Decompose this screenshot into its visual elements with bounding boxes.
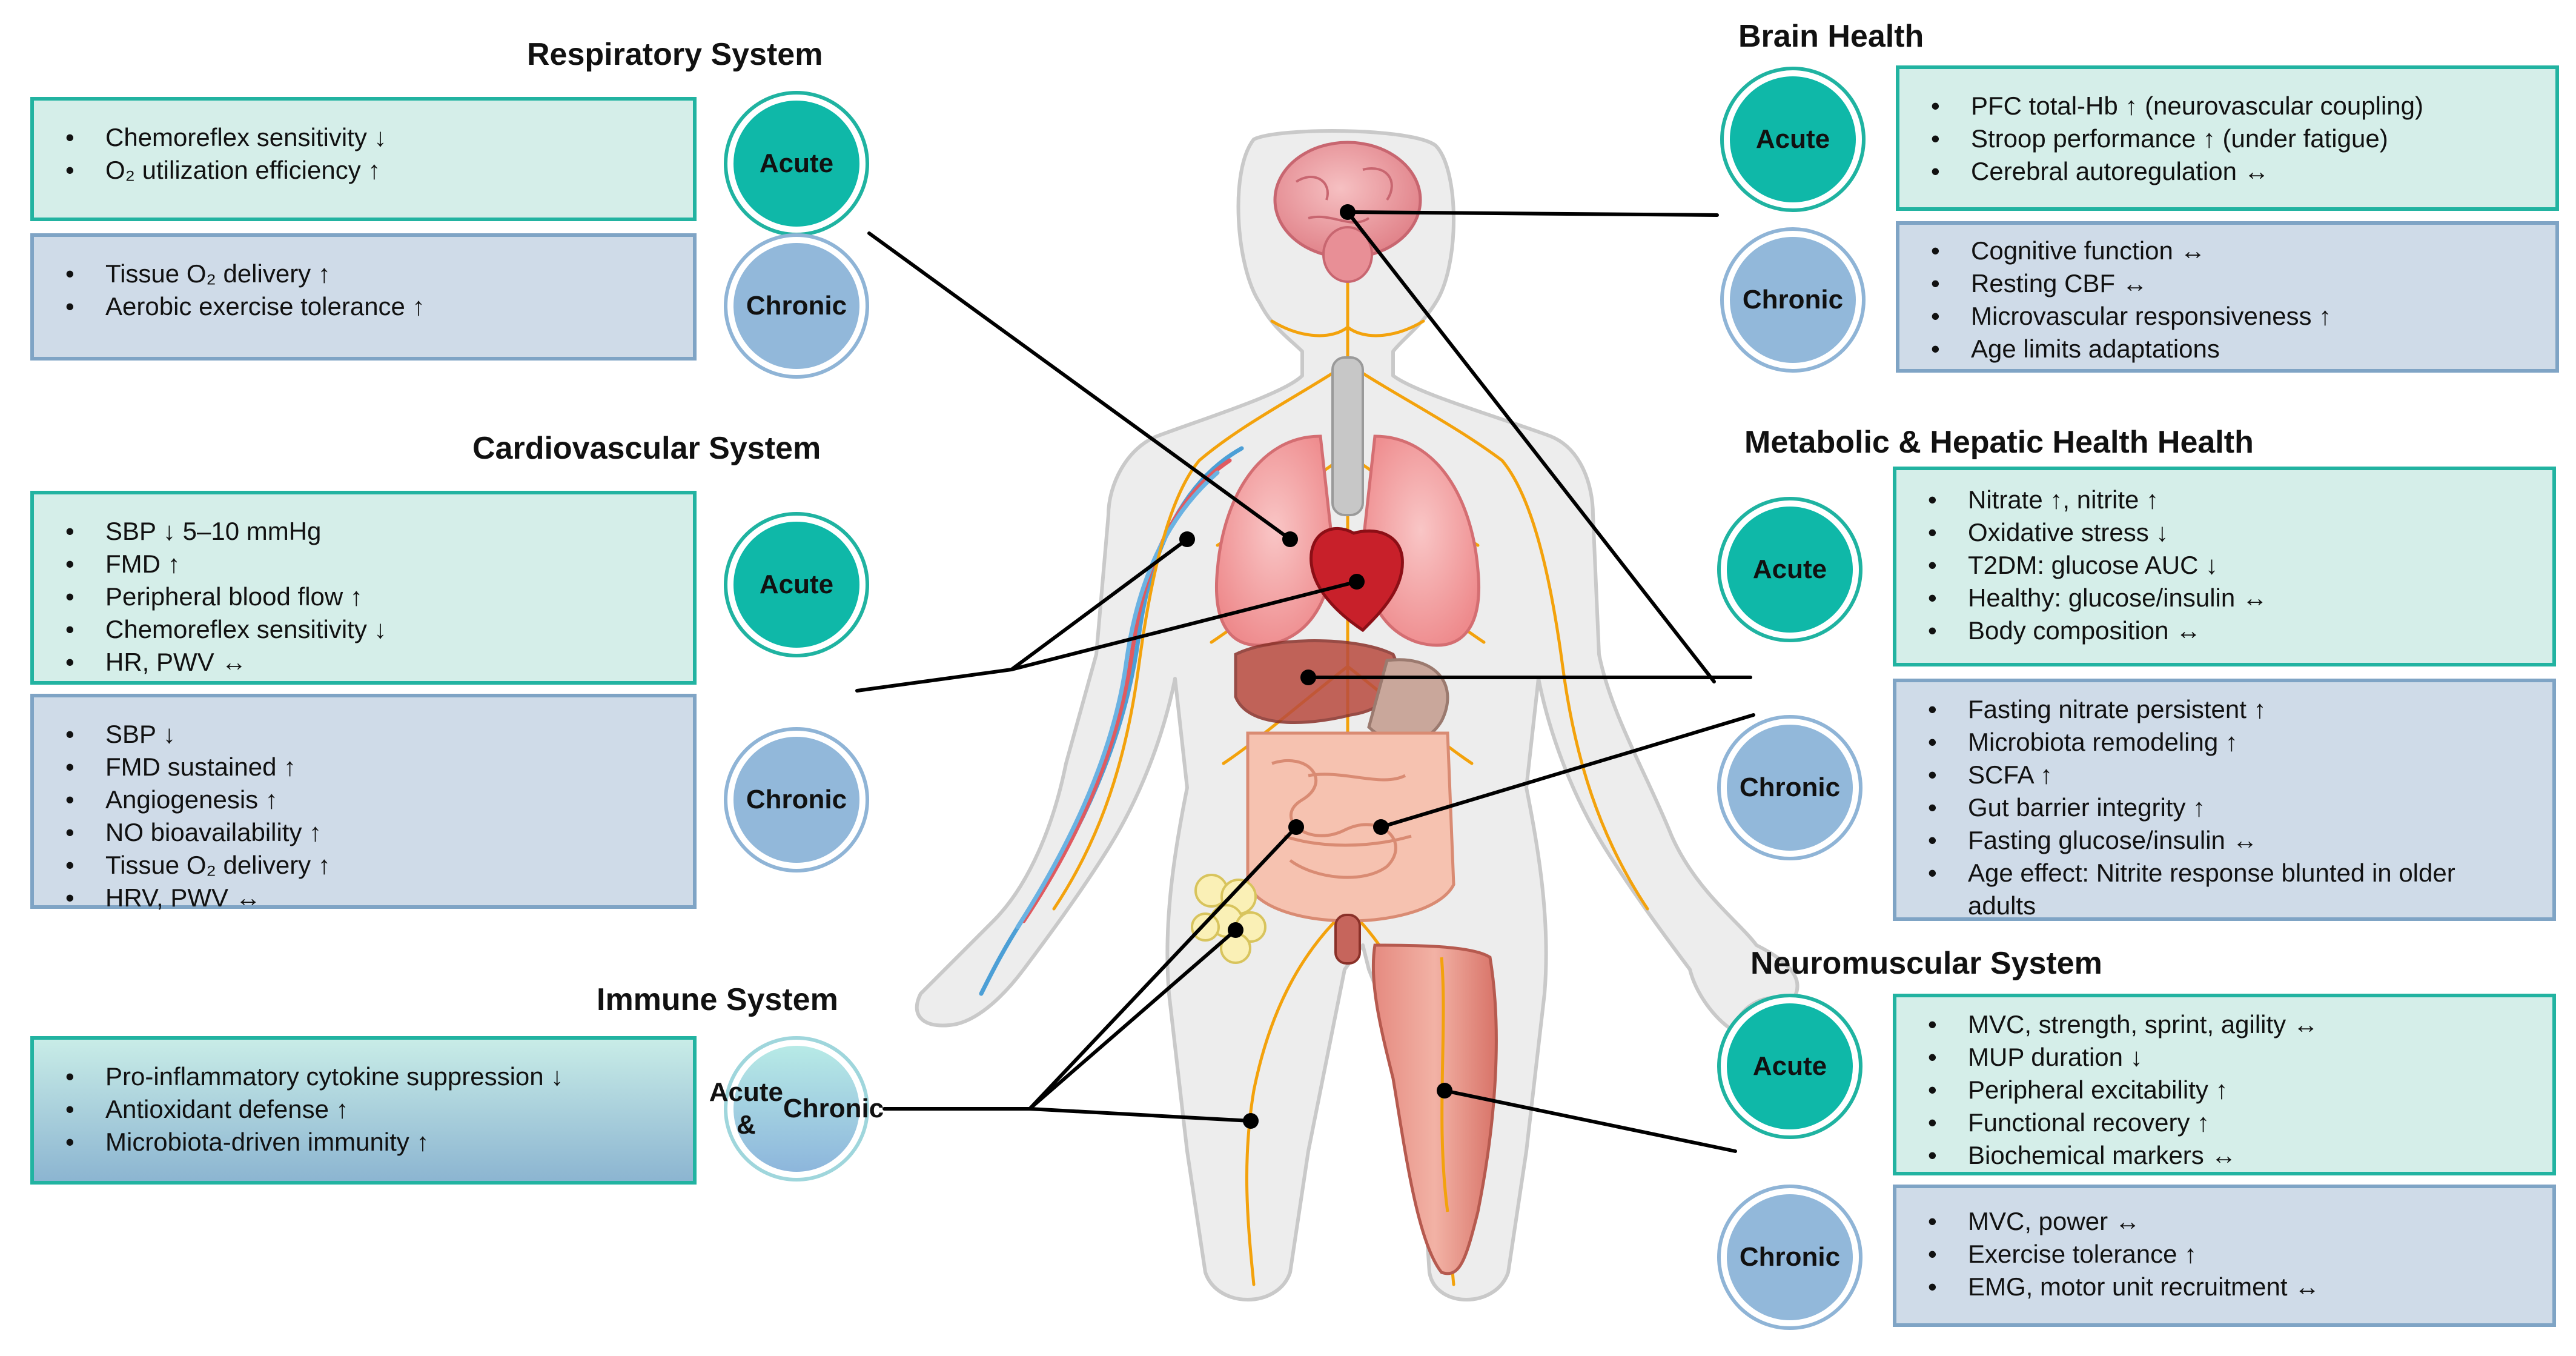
metabolic-acute-badge: Acute <box>1717 497 1862 642</box>
list-item: Pro-inflammatory cytokine suppression ↓ <box>65 1060 669 1093</box>
neuromuscular-chronic-box: MVC, power ↔ Exercise tolerance ↑ EMG, m… <box>1893 1185 2556 1327</box>
metabolic-acute-box: Nitrate ↑, nitrite ↑ Oxidative stress ↓ … <box>1893 467 2556 666</box>
brain-organ <box>1273 141 1422 283</box>
cardiovascular-chronic-badge: Chronic <box>724 727 869 872</box>
list-item: Cerebral autoregulation ↔ <box>1931 155 2531 188</box>
list-item: Biochemical markers ↔ <box>1928 1139 2528 1172</box>
immune-title: Immune System <box>597 982 838 1017</box>
list-item: FMD ↑ <box>65 548 669 580</box>
list-item: SBP ↓ 5–10 mmHg <box>65 515 669 548</box>
list-item: PFC total-Hb ↑ (neurovascular coupling) <box>1931 90 2531 122</box>
brain-acute-box: PFC total-Hb ↑ (neurovascular coupling) … <box>1896 65 2559 211</box>
metabolic-chronic-badge: Chronic <box>1717 715 1862 860</box>
list-item: Cognitive function ↔ <box>1931 234 2531 267</box>
cardiovascular-chronic-box: SBP ↓ FMD sustained ↑ Angiogenesis ↑ NO … <box>30 694 697 914</box>
list-item: Age limits adaptations <box>1931 333 2531 365</box>
list-item: T2DM: glucose AUC ↓ <box>1928 549 2528 582</box>
list-item: Age effect: Nitrite response blunted in … <box>1928 857 2528 922</box>
brain-chronic-badge: Chronic <box>1720 227 1866 373</box>
neuromuscular-acute-badge: Acute <box>1717 994 1862 1139</box>
badge-line: Acute & <box>709 1077 784 1140</box>
respiratory-chronic-box: Tissue O₂ delivery ↑ Aerobic exercise to… <box>30 233 697 361</box>
respiratory-acute-badge: Acute <box>724 91 869 236</box>
list-item: EMG, motor unit recruitment ↔ <box>1928 1271 2528 1303</box>
list-item: Peripheral excitability ↑ <box>1928 1074 2528 1106</box>
arm-blood-vessels <box>979 446 1244 996</box>
neuromuscular-title: Neuromuscular System <box>1750 946 2102 981</box>
list-item: MVC, strength, sprint, agility ↔ <box>1928 1008 2528 1041</box>
list-item: Angiogenesis ↑ <box>65 783 669 816</box>
list-item: Peripheral blood flow ↑ <box>65 580 669 613</box>
list-item: Microvascular responsiveness ↑ <box>1931 300 2531 333</box>
list-item: FMD sustained ↑ <box>65 751 669 783</box>
list-item: Aerobic exercise tolerance ↑ <box>65 290 669 323</box>
neuromuscular-acute-box: MVC, strength, sprint, agility ↔ MUP dur… <box>1893 994 2556 1175</box>
immune-acute-chronic-badge: Acute &Chronic <box>709 1036 884 1182</box>
list-item: Nitrate ↑, nitrite ↑ <box>1928 484 2528 516</box>
list-item: Functional recovery ↑ <box>1928 1106 2528 1139</box>
list-item: Body composition ↔ <box>1928 614 2528 647</box>
trachea <box>1331 356 1364 516</box>
list-item: Microbiota remodeling ↑ <box>1928 726 2528 759</box>
connector-endpoints <box>1179 204 1452 1129</box>
list-item: Tissue O₂ delivery ↑ <box>65 258 669 290</box>
leg-muscles <box>1371 943 1498 1275</box>
immune-box: Pro-inflammatory cytokine suppression ↓ … <box>30 1036 697 1185</box>
list-item: Gut barrier integrity ↑ <box>1928 791 2528 824</box>
list-item: Antioxidant defense ↑ <box>65 1093 669 1126</box>
list-item: HR, PWV ↔ <box>65 646 669 679</box>
intestines <box>1246 731 1455 923</box>
connector-lines <box>855 210 1755 1153</box>
brain-title: Brain Health <box>1738 19 1924 54</box>
list-item: Fasting glucose/insulin ↔ <box>1928 824 2528 857</box>
list-item: Exercise tolerance ↑ <box>1928 1238 2528 1271</box>
metabolic-title: Metabolic & Hepatic Health Health <box>1744 425 2254 460</box>
list-item: HRV, PWV ↔ <box>65 882 669 914</box>
list-item: MVC, power ↔ <box>1928 1205 2528 1238</box>
list-item: NO bioavailability ↑ <box>65 816 669 849</box>
list-item: Tissue O₂ delivery ↑ <box>65 849 669 882</box>
list-item: Resting CBF ↔ <box>1931 267 2531 300</box>
cardiovascular-acute-badge: Acute <box>724 512 869 657</box>
list-item: O₂ utilization efficiency ↑ <box>65 154 669 187</box>
list-item: MUP duration ↓ <box>1928 1041 2528 1074</box>
list-item: Chemoreflex sensitivity ↓ <box>65 613 669 646</box>
brain-chronic-box: Cognitive function ↔ Resting CBF ↔ Micro… <box>1896 221 2559 373</box>
list-item: Oxidative stress ↓ <box>1928 516 2528 549</box>
badge-line: Chronic <box>783 1094 884 1123</box>
respiratory-chronic-badge: Chronic <box>724 233 869 379</box>
list-item: Microbiota-driven immunity ↑ <box>65 1126 669 1158</box>
list-item: SCFA ↑ <box>1928 759 2528 791</box>
respiratory-title: Respiratory System <box>527 37 823 72</box>
neuromuscular-chronic-badge: Chronic <box>1717 1185 1862 1330</box>
cardiovascular-title: Cardiovascular System <box>472 431 821 466</box>
leg-nerve <box>1440 957 1449 1212</box>
metabolic-chronic-box: Fasting nitrate persistent ↑ Microbiota … <box>1893 679 2556 921</box>
list-item: Chemoreflex sensitivity ↓ <box>65 121 669 154</box>
bladder <box>1334 914 1361 965</box>
respiratory-acute-box: Chemoreflex sensitivity ↓ O₂ utilization… <box>30 97 697 221</box>
list-item: Stroop performance ↑ (under fatigue) <box>1931 122 2531 155</box>
list-item: Healthy: glucose/insulin ↔ <box>1928 582 2528 614</box>
list-item: Fasting nitrate persistent ↑ <box>1928 693 2528 726</box>
brain-acute-badge: Acute <box>1720 67 1866 212</box>
cardiovascular-acute-box: SBP ↓ 5–10 mmHg FMD ↑ Peripheral blood f… <box>30 491 697 685</box>
list-item: SBP ↓ <box>65 718 669 751</box>
